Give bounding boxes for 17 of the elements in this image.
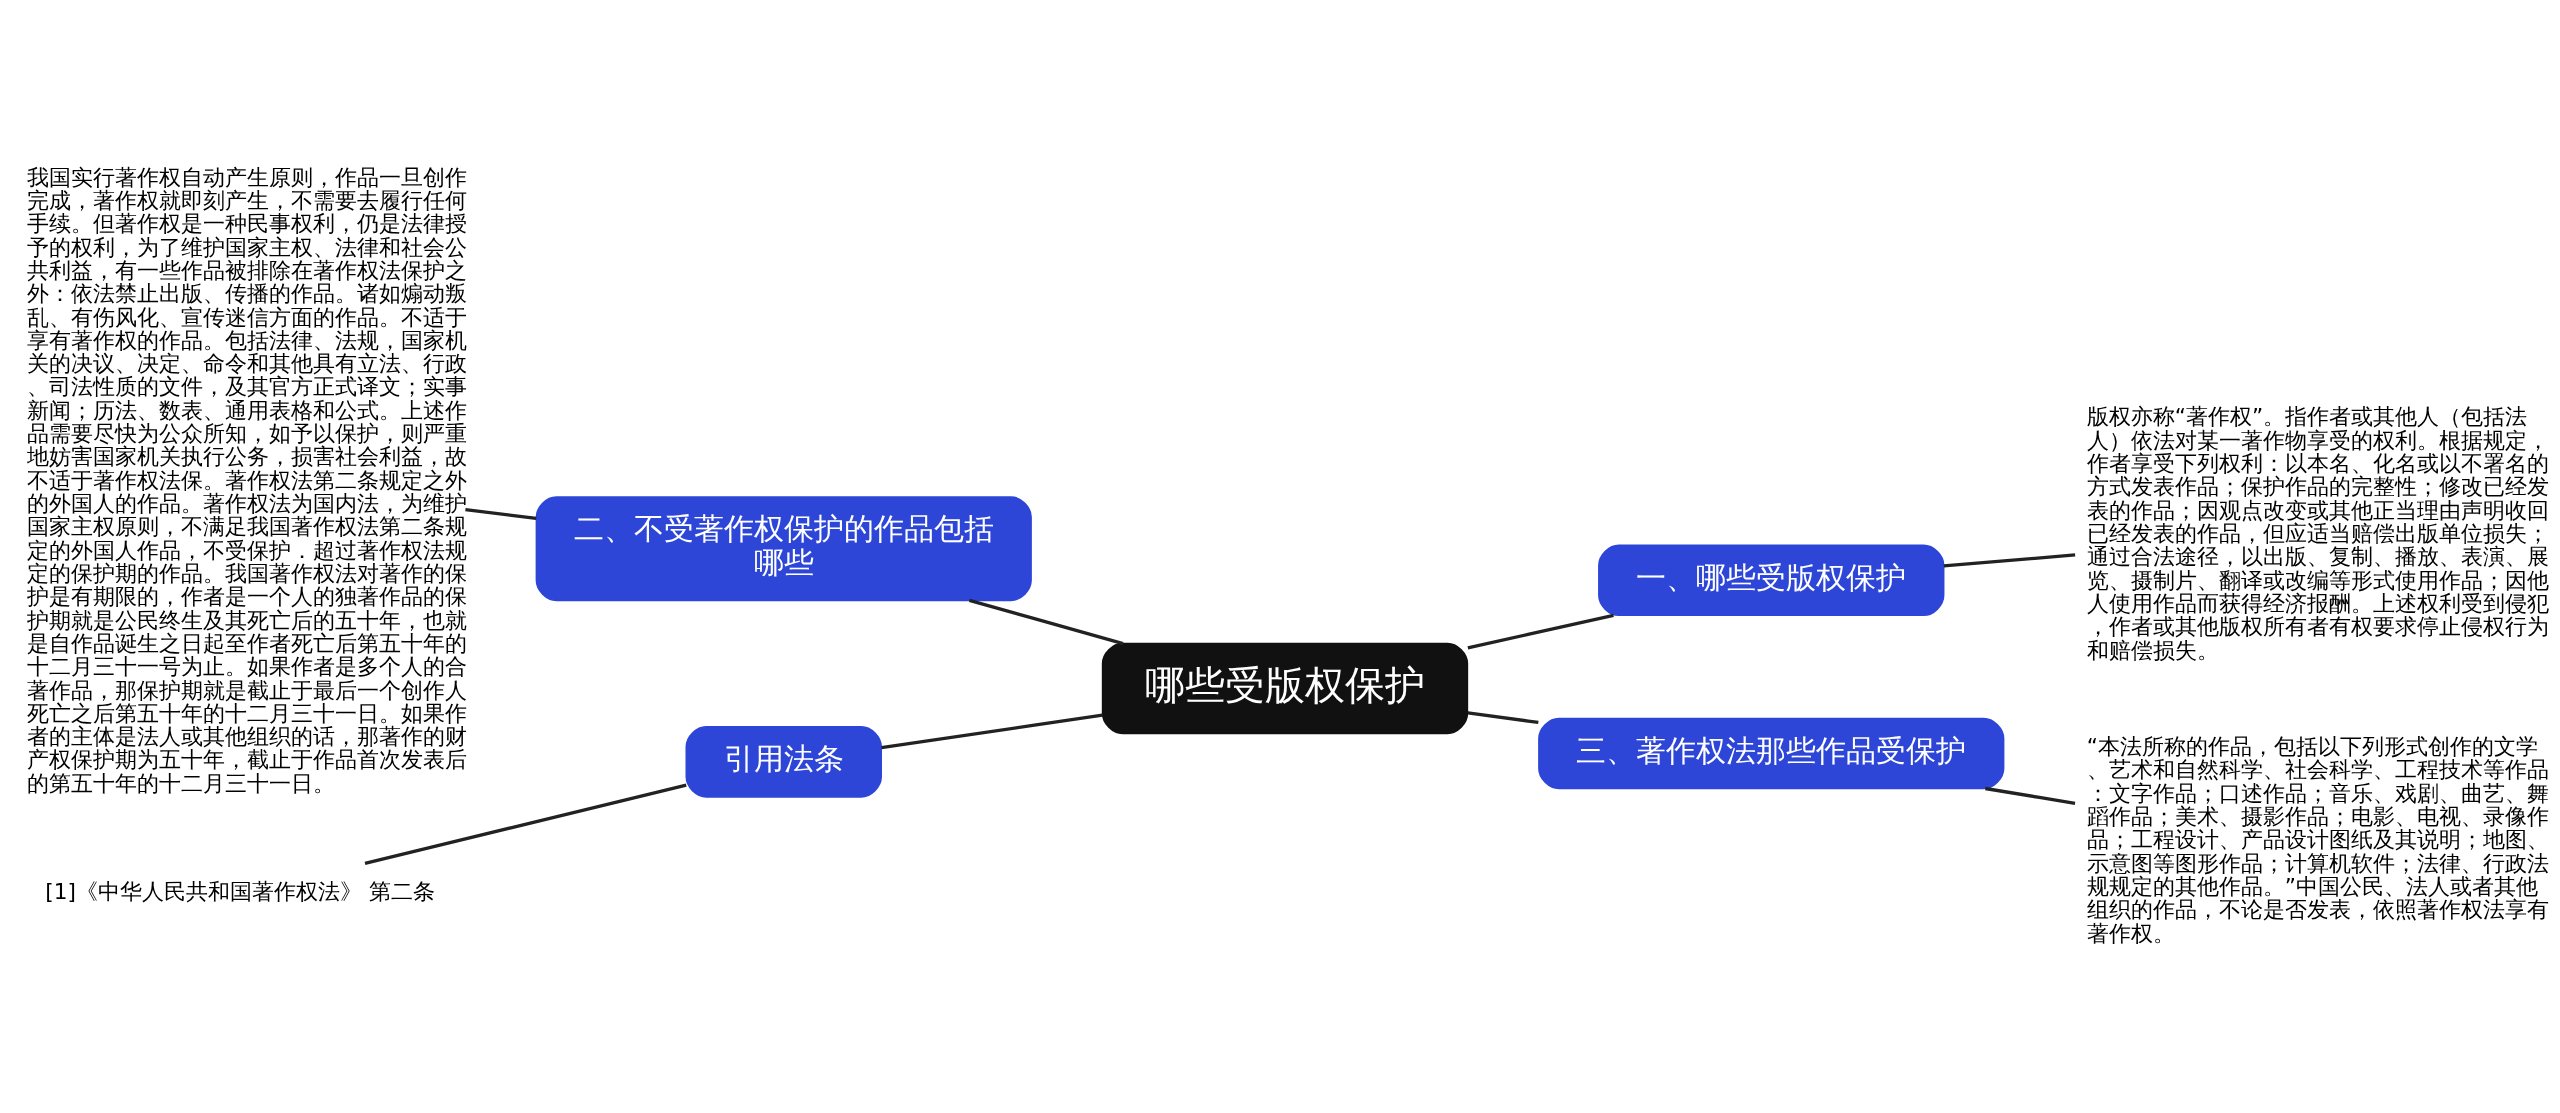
connector [1467, 710, 1539, 724]
connector [364, 783, 687, 865]
node-box: 引用法条 [685, 725, 882, 798]
node-text: [1]《中华人民共和国著作权法》 第二条 [45, 878, 435, 904]
node-box: 哪些受版权保护 [1101, 642, 1469, 734]
node-text: 我国实行著作权自动产生原则，作品一旦创作完成，著作权就即刻产生，不需要去履行任何手续。但著作权是一种民事权利，仍是法律授予的权利，为了维护国家主权、法律和社会公共利益，有一些作品被排除在著作权法保护之外：依法禁止出版、传播的作品。诸如煽动叛乱、有伤风化、宣传迷信方面的作品。不适于享有著作权的作品。包括法律、法规，国家机关的决议、决定、命令和其他具有立法、行政、司法性质的文件，及其官方正式译文；实事新闻；历法、数表、通用表格和公式。上述作品需要尽快为公众所知，如予以保护，则严重地妨害国家机关执行公务，损害社会利益，故不适于著作权法保。著作权法第二条规定之外的外国人的作品。著作权法为国内法，为维护国家主权原则，不满足我国著作权法第二条规定的外国人作品，不受保护．超过著作权法规定的保护期的作品。我国著作权法对著作的保护是有期限的，作者是一个人的独著作品的保护期就是公民终生及其死亡后的五十年，也就是自作品诞生之日起至作者死亡后第五十年的十二月三十一号为止。如果作者是多个人的合著作品，那保护期就是截止于最后一个创作人死亡之后第五十年的十二月三十一日。如果作者的主体是法人或其他组织的话，那著作的财产权保护期为五十年，截止于作品首次发表后的第五十年的十二月三十一日。 [26, 164, 467, 796]
connector [968, 598, 1124, 645]
connector [1943, 552, 2076, 568]
connector [881, 713, 1103, 749]
node-box: 一、哪些受版权保护 [1598, 544, 1945, 616]
connector [465, 507, 537, 520]
node-box: 二、不受著作权保护的作品包括哪些 [535, 495, 1032, 601]
node-box: 三、著作权法那些作品受保护 [1538, 717, 2005, 789]
connector [1467, 613, 1614, 650]
node-text: “本法所称的作品，包括以下列形式创作的文学、艺术和自然科学、社会科学、工程技术等作品：文字作品；口述作品；音乐、戏剧、曲艺、舞蹈作品；美术、摄影作品；电影、电视、录像作品；工程设计、产品设计图纸及其说明；地图、示意图等图形作品；计算机软件；法律、行政法规规定的其他作品。”中国公民、法人或者其他组织的作品，不论是否发表，依照著作权法享有著作权。 [2086, 733, 2549, 946]
connector [1985, 786, 2076, 805]
node-text: 版权亦称“著作权”。指作者或其他人（包括法人）依法对某一著作物享受的权利。根据规定，作者享受下列权利：以本名、化名或以不署名的方式发表作品；保护作品的完整性；修改已经发表的作品；因观点改变或其他正当理由声明收回已经发表的作品，但应适当赔偿出版单位损失；通过合法途径，以出版、复制、播放、表演、展览、摄制片、翻译或改编等形式使用作品；因他人使用作品而获得经济报酬。上述权利受到侵犯，作者或其他版权所有者有权要求停止侵权行为和赔偿损失。 [2086, 403, 2549, 663]
